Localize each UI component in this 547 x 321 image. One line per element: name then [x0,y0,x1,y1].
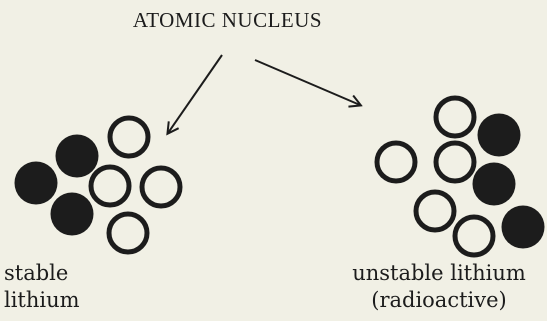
neutron-particle [377,143,415,181]
neutron-particle [110,118,148,156]
proton-particle [502,206,545,249]
neutron-particle [436,143,474,181]
nucleus-stable-lithium [15,118,181,252]
arrow-to-unstable [255,60,360,105]
proton-particle [473,163,516,206]
arrow-to-stable [168,55,222,133]
unstable-lithium-label: unstable lithium (radioactive) [334,260,544,314]
unstable-label-line-1: unstable lithium [334,260,544,287]
unstable-label-line-2: (radioactive) [334,287,544,314]
stable-label-line-1: stable [4,260,80,287]
stable-lithium-label: stable lithium [4,260,80,314]
neutron-particle [416,192,454,230]
neutron-particle [109,214,147,252]
nucleus-unstable-lithium [377,98,545,255]
neutron-particle [455,217,493,255]
proton-particle [56,135,99,178]
proton-particle [51,193,94,236]
proton-particle [478,114,521,157]
neutron-particle [436,98,474,136]
neutron-particle [142,168,180,206]
stable-label-line-2: lithium [4,287,80,314]
diagram-title: ATOMIC NUCLEUS [0,8,455,33]
neutron-particle [91,167,129,205]
proton-particle [15,162,58,205]
